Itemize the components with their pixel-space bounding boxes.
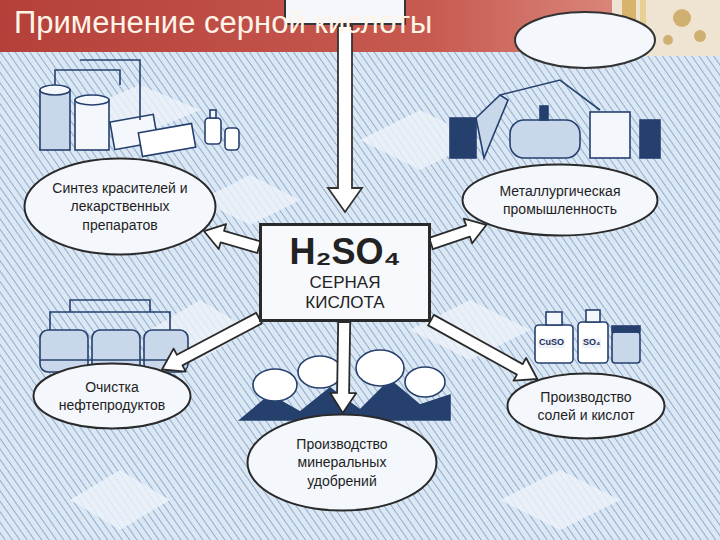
hollow-arrow: [204, 224, 261, 253]
text-group: H₂SO₄СЕРНАЯ КИСЛОТА: [275, 231, 415, 313]
ellipse-outline: [32, 362, 192, 430]
node-label: Производство солей и кислот: [530, 388, 642, 424]
hollow-arrow: [330, 322, 356, 413]
slide-title: Применение серной кислоты: [14, 5, 432, 41]
acid-box: H₂SO₄СЕРНАЯ КИСЛОТА: [259, 223, 431, 322]
application-ellipse: Производство минеральных удобрений: [246, 413, 438, 512]
bottle-label: CuSO: [538, 338, 565, 348]
application-ellipse: Производство солей и кислот: [506, 372, 666, 440]
application-ellipse: Очистка нефтепродуктов: [32, 362, 192, 430]
ellipse-outline: [506, 372, 666, 440]
application-ellipse: Синтез красителей и лекарственных препар…: [23, 157, 217, 256]
hollow-arrow: [428, 315, 537, 381]
ellipse-outline: [461, 163, 659, 237]
hollow-arrow: [162, 313, 262, 372]
text-group: Производство минеральных удобрений: [272, 435, 412, 490]
hollow-arrow: [429, 219, 486, 250]
name-text: СЕРНАЯ КИСЛОТА: [275, 273, 415, 314]
shape: [25, 159, 216, 255]
formula-text: H₂SO₄: [275, 231, 415, 272]
text-group: Металлургическая промышленность: [485, 182, 635, 218]
shape: [248, 415, 437, 511]
text-group: Производство солей и кислот: [530, 388, 642, 424]
shape: [508, 374, 665, 439]
node-label: Синтез красителей и лекарственных препар…: [49, 179, 191, 234]
node-label: Металлургическая промышленность: [485, 182, 635, 218]
shape: [463, 165, 658, 236]
text-group: Очистка нефтепродуктов: [56, 378, 168, 414]
node-label: Очистка нефтепродуктов: [56, 378, 168, 414]
bottle-label: SO₄: [582, 338, 601, 348]
node-label: Производство минеральных удобрений: [272, 435, 412, 490]
shape: [34, 364, 191, 429]
text-group: Синтез красителей и лекарственных препар…: [49, 179, 191, 234]
application-ellipse: Металлургическая промышленность: [461, 163, 659, 237]
shape: [261, 225, 430, 321]
